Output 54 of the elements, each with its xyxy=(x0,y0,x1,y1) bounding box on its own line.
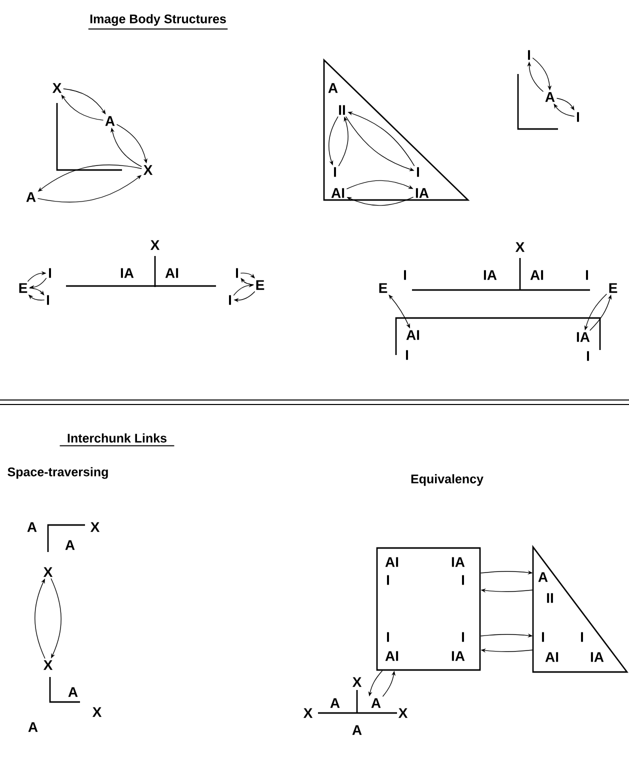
arrow xyxy=(61,94,104,121)
arrow xyxy=(63,88,106,114)
letter: I xyxy=(528,50,530,60)
letter: A xyxy=(371,698,381,708)
letter: I xyxy=(334,167,336,177)
subheading: Space-traversing xyxy=(8,467,108,479)
letter: I xyxy=(587,351,589,361)
letter: AI xyxy=(406,330,420,340)
letter: A xyxy=(68,687,78,697)
letter: IA xyxy=(576,332,590,342)
letter: A xyxy=(352,725,362,735)
letter: AI xyxy=(165,268,178,278)
letter: IA xyxy=(120,268,134,278)
letter: X xyxy=(398,708,408,718)
letter: E xyxy=(379,283,388,293)
letter: IA xyxy=(416,188,429,198)
letter: X xyxy=(90,522,100,532)
letter: A xyxy=(105,116,115,126)
heading: Image Body Structures xyxy=(90,14,226,26)
letter: E xyxy=(19,283,28,293)
letter: X xyxy=(515,242,525,252)
letter: I xyxy=(47,295,49,305)
arrow xyxy=(554,104,575,117)
square-figure: AI IA I I I I AI IA xyxy=(376,547,481,671)
letter: II xyxy=(339,105,345,115)
letter: X xyxy=(352,677,362,687)
letter: I xyxy=(577,112,579,122)
letter: AI xyxy=(530,270,544,280)
heading: Interchunk Links xyxy=(59,433,175,446)
letter: A xyxy=(26,192,36,202)
letter: I xyxy=(404,270,406,280)
letter: A xyxy=(28,722,38,732)
letter: IA xyxy=(484,270,497,280)
letter: I xyxy=(417,167,419,177)
letter: X xyxy=(43,567,53,577)
letter: A xyxy=(545,92,555,102)
letter: I xyxy=(236,268,238,278)
letter: I xyxy=(229,295,231,305)
letter: X xyxy=(52,83,62,93)
letter: A xyxy=(65,540,75,550)
letter: E xyxy=(256,280,264,290)
letter: X xyxy=(43,660,53,670)
letter: E xyxy=(609,283,618,293)
letter: A xyxy=(330,698,340,708)
letter: I xyxy=(406,350,408,360)
letter: I xyxy=(586,270,588,280)
letter: X xyxy=(303,708,313,718)
letter: X xyxy=(143,165,153,175)
letter: X xyxy=(150,240,160,250)
letter: AI xyxy=(331,188,344,198)
subheading: Equivalency xyxy=(411,474,484,486)
letter: I xyxy=(49,268,51,278)
letter: X xyxy=(92,707,102,717)
letter: A xyxy=(27,522,37,532)
